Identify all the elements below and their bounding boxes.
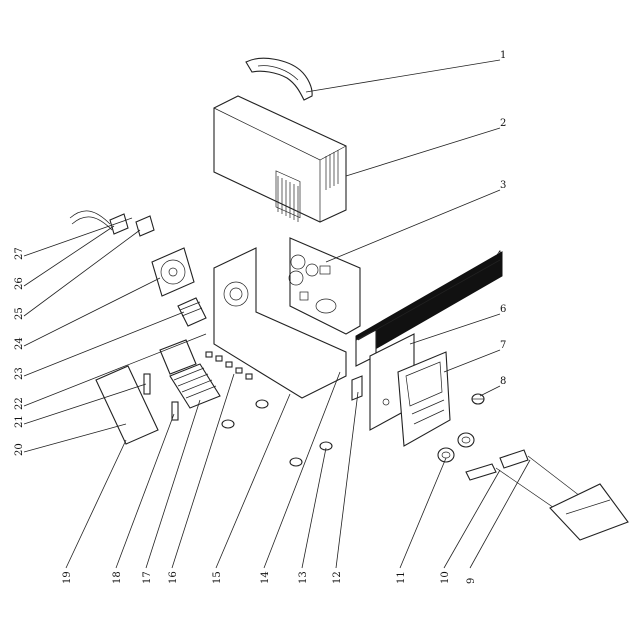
label-21: 21 [14, 415, 25, 428]
label-20: 20 [14, 443, 25, 456]
label-14: 14 [260, 571, 271, 584]
heatsink-part [159, 339, 221, 409]
label-23: 23 [14, 367, 25, 380]
socket-part [437, 432, 475, 463]
label-8: 8 [500, 376, 506, 387]
insulation-sheet-part [95, 365, 159, 445]
hose-part [69, 210, 129, 235]
feet-part [221, 399, 333, 467]
label-2: 2 [500, 118, 506, 129]
transformer-part [177, 297, 207, 327]
front-panel-part [355, 251, 503, 367]
label-25: 25 [14, 307, 25, 320]
label-6: 6 [500, 304, 506, 315]
label-7: 7 [500, 340, 506, 351]
standoff-part [143, 373, 179, 421]
label-19: 19 [62, 571, 73, 584]
label-13: 13 [298, 571, 309, 584]
bottom-labels: 19 18 17 16 15 14 13 12 11 10 9 [62, 571, 477, 584]
label-10: 10 [440, 571, 451, 584]
bracket-part [351, 375, 363, 401]
handle-part [245, 57, 313, 101]
label-3: 3 [500, 180, 506, 191]
fan-part [151, 247, 195, 297]
label-18: 18 [112, 571, 123, 584]
label-24: 24 [14, 337, 25, 350]
label-4: 4 [496, 250, 502, 261]
components-part [205, 351, 253, 380]
label-15: 15 [212, 571, 223, 584]
label-22: 22 [14, 397, 25, 410]
label-26: 26 [14, 277, 25, 290]
label-11: 11 [396, 571, 407, 584]
pcb-part [288, 237, 361, 335]
label-12: 12 [332, 571, 343, 584]
front-bezel-part [397, 351, 451, 447]
left-labels: 27 26 25 24 23 22 21 20 [14, 247, 25, 456]
switch-part [135, 215, 155, 237]
leader-lines [23, 59, 531, 569]
knob-part [471, 393, 485, 405]
label-1: 1 [500, 50, 506, 61]
label-27: 27 [14, 247, 25, 260]
label-9: 9 [466, 578, 477, 584]
label-17: 17 [142, 571, 153, 584]
label-16: 16 [168, 571, 179, 584]
right-labels: 1 2 3 4 6 7 8 [496, 50, 506, 387]
welding-cable-part [465, 449, 629, 541]
chassis-part [213, 247, 347, 399]
top-cover-part [213, 95, 347, 223]
